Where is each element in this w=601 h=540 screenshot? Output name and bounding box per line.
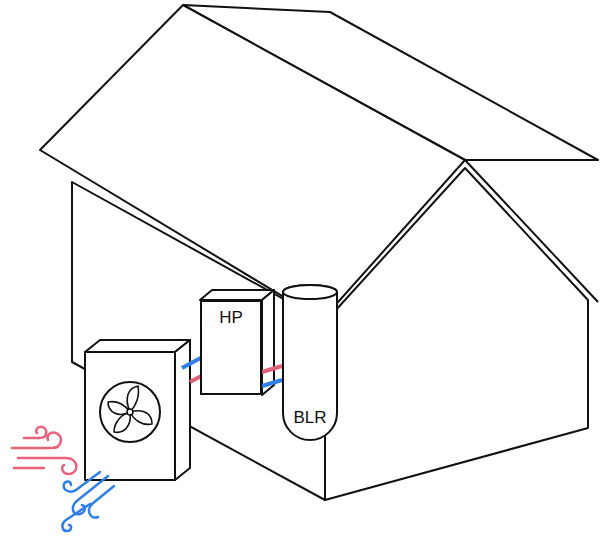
fan-blades <box>108 386 152 432</box>
pipe-connector <box>262 366 282 372</box>
cylinder-outline <box>283 285 337 440</box>
wind-warm <box>12 427 76 474</box>
boiler-cylinder: BLR <box>282 284 338 440</box>
fan-ring <box>100 382 160 442</box>
pipe-connector <box>262 380 282 386</box>
cylinder-top <box>283 285 337 299</box>
heat-pump-box: HP <box>200 300 262 395</box>
hp-side-face <box>262 290 274 395</box>
outdoor-unit-front <box>85 352 175 480</box>
box-outline <box>201 301 261 394</box>
gable-eave <box>465 160 598 302</box>
wind-cool <box>62 472 114 531</box>
outdoor-unit-side <box>175 340 190 480</box>
outdoor-unit-top <box>85 340 190 352</box>
node-label: HP <box>219 308 243 328</box>
roof-front <box>40 5 465 320</box>
node-label: BLR <box>293 408 326 428</box>
